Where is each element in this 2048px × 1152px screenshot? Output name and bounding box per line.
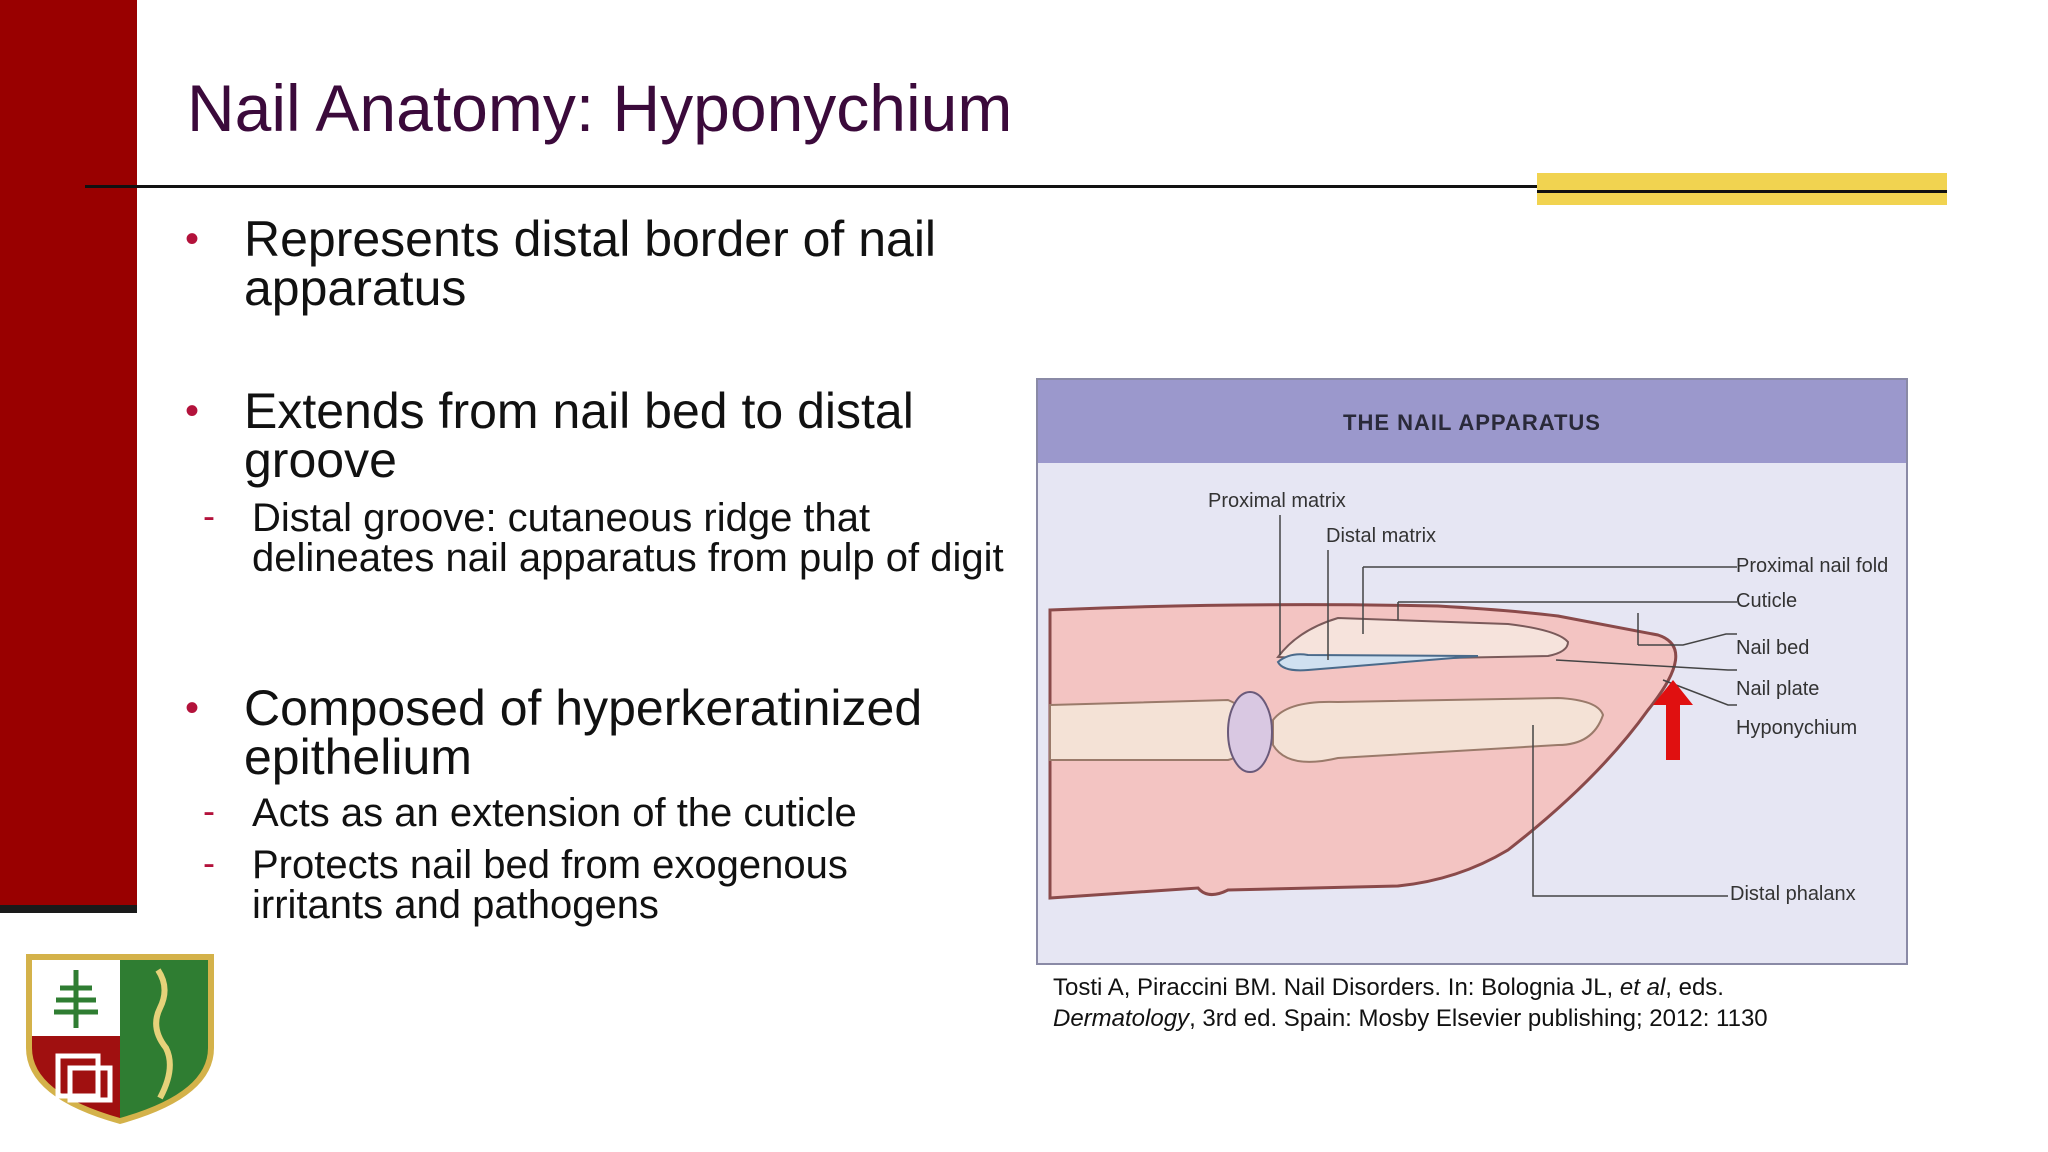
school-crest-logo	[26, 954, 214, 1124]
sidebar-shadow	[0, 905, 137, 913]
citation-text: Tosti A, Piraccini BM. Nail Disorders. I…	[1053, 974, 1620, 1001]
label-nail-plate: Nail plate	[1736, 678, 1820, 700]
sub-bullet-marker: -	[203, 842, 215, 883]
figure-header	[1038, 380, 1906, 463]
sub-bullet-item: - Distal groove: cutaneous ridge that de…	[126, 495, 1026, 580]
accent-divider	[1537, 190, 1947, 193]
citation-italic: Dermatology	[1053, 1005, 1190, 1032]
bullet-marker: •	[185, 389, 200, 433]
sub-bullet-item: - Protects nail bed from exogenous irrit…	[126, 842, 946, 927]
label-distal-phalanx: Distal phalanx	[1730, 883, 1856, 905]
bullet-text: Extends from nail bed to distal groove	[244, 383, 914, 488]
citation: Tosti A, Piraccini BM. Nail Disorders. I…	[1053, 972, 1768, 1034]
accent-bar	[1537, 173, 1947, 205]
label-proximal-nail-fold: Proximal nail fold	[1736, 555, 1889, 577]
sub-bullet-text: Distal groove: cutaneous ridge that deli…	[252, 496, 1004, 580]
nail-plate	[1276, 616, 1570, 662]
label-nail-bed: Nail bed	[1736, 637, 1810, 659]
joint	[1227, 691, 1273, 773]
left-sidebar-bar	[0, 0, 137, 905]
nail-diagram	[1048, 515, 1737, 900]
bullet-item: • Represents distal border of nail appar…	[185, 214, 1035, 313]
figure-title: THE NAIL APPARATUS	[1343, 410, 1601, 435]
hyponychium-arrow	[1653, 680, 1693, 760]
nail-apparatus-figure: THE NAIL APPARATUS Proximal matrix Dista…	[1036, 378, 1908, 965]
bullet-item: • Extends from nail bed to distal groove	[185, 386, 1035, 485]
sub-bullet-text: Protects nail bed from exogenous irritan…	[252, 843, 848, 927]
sub-bullet-marker: -	[203, 790, 215, 831]
bullet-marker: •	[185, 686, 200, 730]
sub-bullet-marker: -	[203, 495, 215, 536]
middle-phalanx-bone	[1049, 698, 1252, 761]
label-proximal-matrix: Proximal matrix	[1208, 490, 1346, 512]
slide-title: Nail Anatomy: Hyponychium	[187, 71, 1013, 145]
citation-text: , 3rd ed. Spain: Mosby Elsevier publishi…	[1189, 1005, 1768, 1032]
citation-italic: et al	[1619, 974, 1666, 1001]
bullet-text: Composed of hyperkeratinized epithelium	[244, 680, 923, 785]
title-divider	[85, 185, 1947, 188]
label-cuticle: Cuticle	[1736, 590, 1798, 612]
sub-bullet-item: - Acts as an extension of the cuticle	[126, 790, 1026, 835]
bullet-item: • Composed of hyperkeratinized epitheliu…	[185, 683, 1035, 782]
label-hyponychium: Hyponychium	[1736, 717, 1858, 739]
label-distal-matrix: Distal matrix	[1326, 525, 1437, 547]
distal-phalanx-bone	[1272, 696, 1605, 763]
citation-text: , eds.	[1665, 974, 1724, 1001]
citation-line-2: Dermatology, 3rd ed. Spain: Mosby Elsevi…	[1053, 1003, 1768, 1034]
citation-line-1: Tosti A, Piraccini BM. Nail Disorders. I…	[1053, 972, 1768, 1003]
sub-bullet-text: Acts as an extension of the cuticle	[252, 791, 857, 835]
bullet-marker: •	[185, 217, 200, 261]
bullet-text: Represents distal border of nail apparat…	[244, 211, 937, 316]
